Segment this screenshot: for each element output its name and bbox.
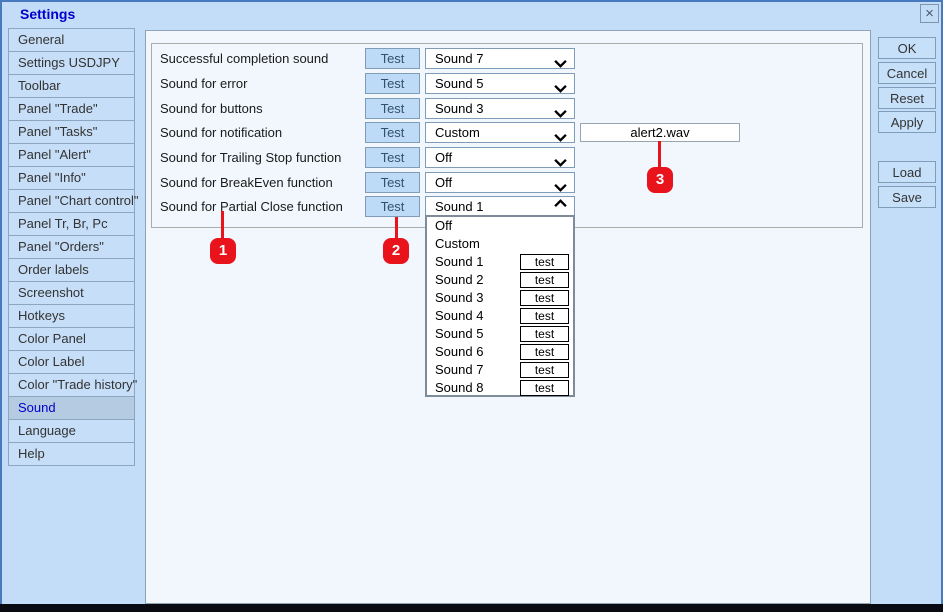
annotation-badge-3: 3 — [647, 167, 673, 193]
sound-select[interactable]: Sound 7 — [425, 48, 575, 69]
load-button[interactable]: Load — [878, 161, 936, 183]
annotation-line-1 — [221, 211, 224, 238]
sidebar-item-toolbar[interactable]: Toolbar — [8, 74, 135, 98]
dropdown-option-custom[interactable]: Custom — [435, 236, 480, 251]
sound-select-expanded[interactable]: Sound 1 — [425, 196, 575, 217]
dropdown-option-off[interactable]: Off — [435, 218, 453, 233]
sidebar-item-panel-info[interactable]: Panel "Info" — [8, 166, 135, 190]
sidebar-item-panel-tr-br-pc[interactable]: Panel Tr, Br, Pc — [8, 212, 135, 236]
option-test-button[interactable]: test — [520, 362, 569, 378]
close-icon: × — [925, 5, 934, 22]
sound-row-completion: Successful completion sound Test Sound 7 — [0, 48, 943, 69]
chevron-down-icon — [554, 80, 567, 93]
test-button[interactable]: Test — [365, 122, 420, 143]
sidebar-item-panel-tasks[interactable]: Panel "Tasks" — [8, 120, 135, 144]
custom-sound-file-field[interactable]: alert2.wav — [580, 123, 740, 142]
test-button[interactable]: Test — [365, 73, 420, 94]
row-label: Sound for Trailing Stop function — [160, 150, 342, 165]
sound-row-buttons: Sound for buttons Test Sound 3 — [0, 98, 943, 119]
sidebar-item-color-trade-history[interactable]: Color "Trade history" — [8, 373, 137, 397]
chevron-down-icon — [554, 55, 567, 68]
cancel-button[interactable]: Cancel — [878, 62, 936, 84]
save-button[interactable]: Save — [878, 186, 936, 208]
settings-sidebar: General Settings USDJPY Toolbar Panel "T… — [8, 28, 139, 466]
dialog-title: Settings — [20, 6, 76, 22]
chevron-down-icon — [554, 129, 567, 142]
sidebar-item-hotkeys[interactable]: Hotkeys — [8, 304, 135, 328]
ok-button[interactable]: OK — [878, 37, 936, 59]
option-test-button[interactable]: test — [520, 326, 569, 342]
test-button[interactable]: Test — [365, 98, 420, 119]
sound-select[interactable]: Off — [425, 172, 575, 193]
sound-select[interactable]: Sound 5 — [425, 73, 575, 94]
sidebar-item-order-labels[interactable]: Order labels — [8, 258, 135, 282]
sound-row-partial-close: Sound for Partial Close function Test So… — [0, 196, 943, 217]
close-button[interactable]: × — [920, 4, 939, 23]
sidebar-item-color-panel[interactable]: Color Panel — [8, 327, 135, 351]
sound-select[interactable]: Sound 3 — [425, 98, 575, 119]
sidebar-item-panel-alert[interactable]: Panel "Alert" — [8, 143, 135, 167]
test-button[interactable]: Test — [365, 147, 420, 168]
row-label: Successful completion sound — [160, 51, 329, 66]
annotation-badge-2: 2 — [383, 238, 409, 264]
option-test-button[interactable]: test — [520, 380, 569, 396]
option-test-button[interactable]: test — [520, 272, 569, 288]
annotation-line-3 — [658, 141, 661, 167]
reset-button[interactable]: Reset — [878, 87, 936, 109]
option-test-button[interactable]: test — [520, 254, 569, 270]
sidebar-item-color-label[interactable]: Color Label — [8, 350, 135, 374]
row-label: Sound for error — [160, 76, 248, 91]
sound-row-trailing-stop: Sound for Trailing Stop function Test Of… — [0, 147, 943, 168]
row-label: Sound for buttons — [160, 101, 263, 116]
row-label: Sound for Partial Close function — [160, 199, 343, 214]
test-button[interactable]: Test — [365, 48, 420, 69]
annotation-badge-1: 1 — [210, 238, 236, 264]
window-bottom-edge — [0, 604, 943, 612]
sound-select[interactable]: Custom — [425, 122, 575, 143]
sidebar-item-general[interactable]: General — [8, 28, 135, 52]
chevron-down-icon — [554, 179, 567, 192]
row-label: Sound for notification — [160, 125, 283, 140]
chevron-up-icon — [554, 199, 567, 212]
chevron-down-icon — [554, 105, 567, 118]
option-test-button[interactable]: test — [520, 290, 569, 306]
sidebar-item-sound[interactable]: Sound — [8, 396, 135, 420]
chevron-down-icon — [554, 154, 567, 167]
test-button[interactable]: Test — [365, 172, 420, 193]
annotation-line-2 — [395, 217, 398, 238]
sound-row-notification: Sound for notification Test Custom alert… — [0, 122, 943, 143]
sidebar-item-screenshot[interactable]: Screenshot — [8, 281, 135, 305]
sound-row-error: Sound for error Test Sound 5 — [0, 73, 943, 94]
option-test-button[interactable]: test — [520, 308, 569, 324]
sidebar-item-help[interactable]: Help — [8, 442, 135, 466]
test-button[interactable]: Test — [365, 196, 420, 217]
sound-row-breakeven: Sound for BreakEven function Test Off — [0, 172, 943, 193]
sidebar-item-panel-orders[interactable]: Panel "Orders" — [8, 235, 135, 259]
apply-button[interactable]: Apply — [878, 111, 936, 133]
sidebar-item-language[interactable]: Language — [8, 419, 135, 443]
sound-select[interactable]: Off — [425, 147, 575, 168]
row-label: Sound for BreakEven function — [160, 175, 333, 190]
option-test-button[interactable]: test — [520, 344, 569, 360]
